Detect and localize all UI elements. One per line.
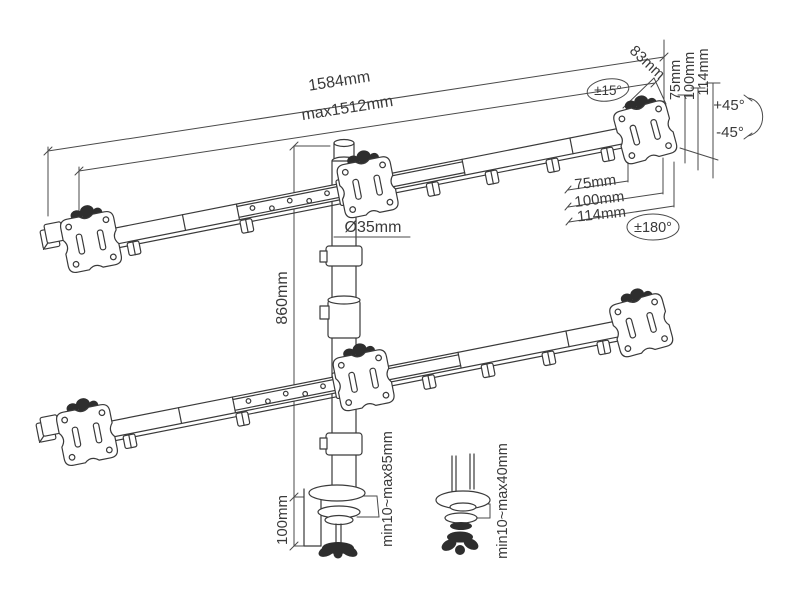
cable-clip [480, 362, 496, 379]
dim-max-width-label: max1512mm [300, 93, 394, 124]
vesa-row-75-label: 75mm [574, 172, 617, 194]
cable-clip [484, 169, 500, 186]
vesa-plate-upper-right [611, 98, 679, 166]
cable-clip [122, 433, 138, 450]
cable-clip [425, 180, 441, 198]
vesa-plate-lower-left [54, 402, 120, 468]
pole-height-label: 860mm [274, 271, 291, 324]
vesa-col-114-label: 114mm [696, 48, 712, 95]
vesa-plate-upper-left [58, 209, 124, 275]
vesa-col-75-label: 75mm [668, 60, 684, 100]
upper-crossbar [38, 92, 679, 275]
cable-clip [600, 146, 616, 163]
cable-clip [421, 373, 437, 391]
cable-clip [545, 157, 561, 174]
dim-arm-offset-label: 83mm [626, 42, 668, 83]
lower-crossbar [34, 285, 675, 468]
grommet-range-label: min10~max40mm [495, 443, 511, 559]
desk-clamp-range-label: min10~max85mm [380, 431, 396, 547]
grommet-mount [435, 453, 491, 555]
vesa-plate-upper-center [335, 154, 400, 220]
cable-clip [541, 350, 557, 367]
vesa-plate-lower-center [331, 347, 396, 413]
vesa-row-114-label: 114mm [576, 204, 626, 226]
cable-clip [235, 410, 251, 428]
swivel-plus-label: +45° [713, 97, 744, 114]
vesa-row-100-label: 100mm [574, 188, 626, 211]
dimension-labels: 1584mm max1512mm 83mm ±15° 75mm 100mm 11… [274, 42, 745, 559]
vesa-plate-lower-right [607, 291, 675, 359]
dimension-lines [43, 39, 764, 551]
vesa-col-100-label: 100mm [682, 52, 698, 100]
tilt-range-label: ±15° [594, 83, 622, 98]
pole-diameter-label: Ø35mm [345, 219, 402, 236]
clamp-column-height-label: 100mm [274, 495, 291, 545]
cable-clip [126, 240, 142, 257]
desk-clamp [303, 484, 366, 559]
cable-clip [239, 217, 255, 235]
cable-clip [596, 339, 612, 356]
swivel-minus-label: -45° [716, 124, 744, 141]
rotation-range-label: ±180° [634, 220, 672, 236]
dim-overall-width-label: 1584mm [307, 68, 371, 94]
